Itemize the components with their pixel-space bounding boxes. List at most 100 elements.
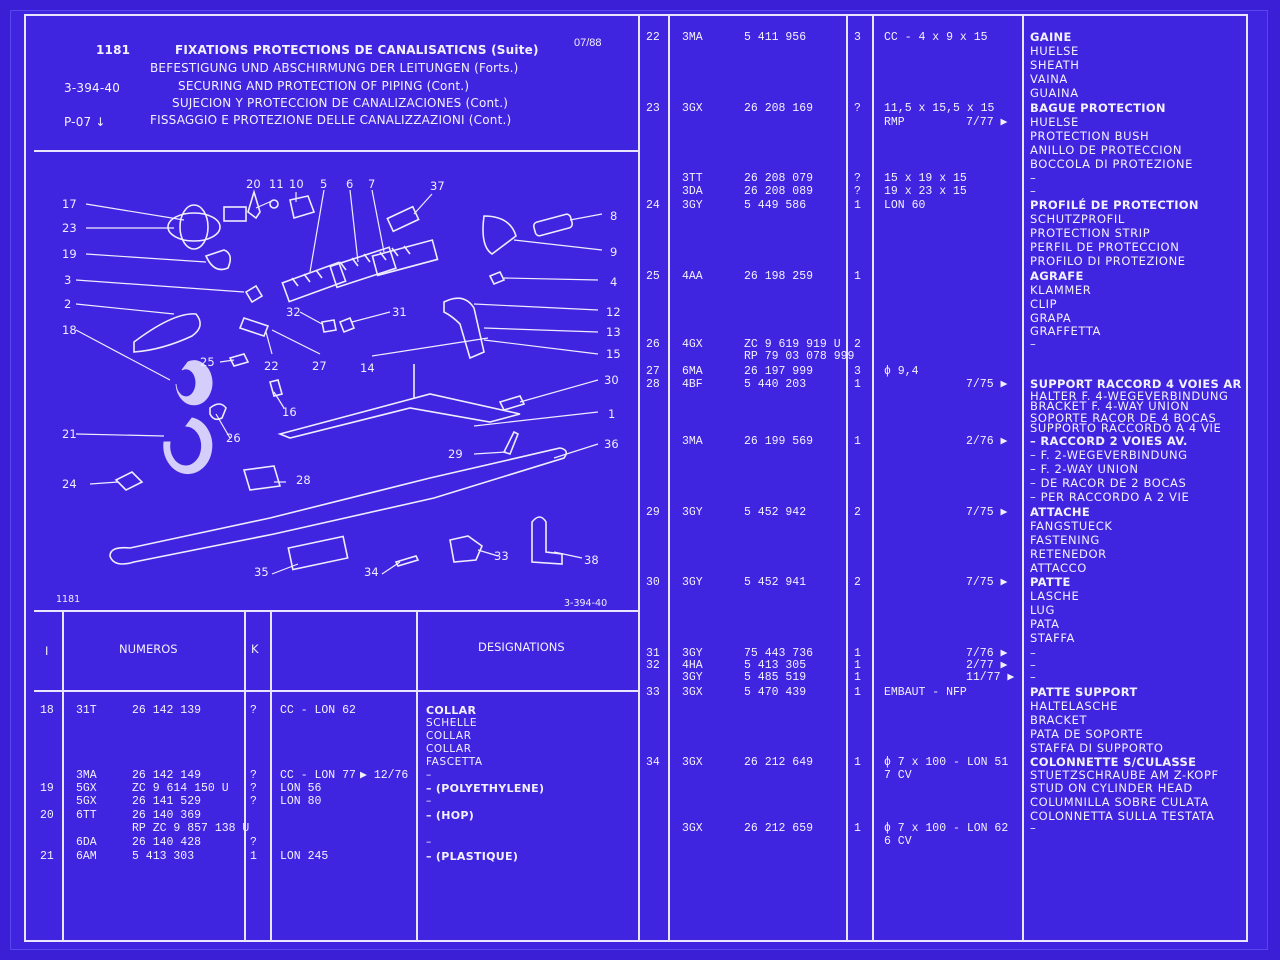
row-designation: –: [1030, 646, 1037, 660]
row-designation: – (POLYETHYLENE): [426, 782, 545, 795]
callout-30: 30: [604, 373, 619, 387]
row-part-number: RP ZC 9 857 138 U: [132, 822, 250, 835]
row-spec: 11,5 x 15,5 x 15: [884, 102, 995, 115]
row-designation: BRACKET: [1030, 713, 1088, 727]
row-designation: –: [1030, 337, 1037, 351]
row-part-number: 5 413 305: [744, 659, 807, 672]
sleeve-8-part: [532, 213, 574, 237]
bracket-10-part: [289, 195, 316, 220]
callout-20: 20: [246, 177, 261, 191]
row-designation: –: [426, 769, 432, 781]
row-date-mark: 7/77 ▶: [966, 116, 1008, 129]
row-designation: PATTE: [1030, 575, 1071, 589]
row-quantity: 3: [854, 365, 861, 378]
row-code: 3TT: [682, 172, 703, 185]
row-designation: BAGUE PROTECTION: [1030, 101, 1166, 115]
row-spec: LON 80: [280, 795, 322, 808]
row-designation: –: [1030, 658, 1037, 672]
row-code: 5GX: [76, 795, 97, 808]
col-header-numeros: NUMEROS: [119, 642, 178, 656]
callout-12: 12: [606, 305, 621, 319]
row-spec: ϕ 9,4: [884, 365, 919, 378]
callout-21: 21: [62, 427, 77, 441]
callout-1: 1: [608, 407, 615, 421]
left-col-i-divider: [62, 610, 64, 942]
model-number: 1181: [96, 43, 131, 57]
row-code: 4AA: [682, 270, 703, 283]
callout-17: 17: [62, 197, 77, 211]
callout-38: 38: [584, 553, 599, 567]
row-part-number: 5 470 439: [744, 686, 807, 699]
row-code: 3DA: [682, 185, 703, 198]
row-designation: COLLAR: [426, 704, 477, 717]
row-part-number: 5 452 941: [744, 576, 807, 589]
plate-33-part: [449, 535, 483, 563]
row-part-number: 26 142 139: [132, 704, 202, 717]
row-index: 26: [646, 338, 660, 351]
row-designation: ANILLO DE PROTECCION: [1030, 143, 1183, 157]
callout-28: 28: [296, 473, 311, 487]
right-col-des-divider: [1022, 14, 1024, 942]
row-designation: – PER RACCORDO A 2 VIE: [1030, 490, 1190, 504]
callout-25: 25: [200, 355, 215, 369]
row-code: 6MA: [682, 365, 703, 378]
row-code: 3GY: [682, 671, 703, 684]
row-designation: GRAFFETTA: [1030, 324, 1102, 338]
row-designation: – RACCORD 2 VOIES AV.: [1030, 434, 1188, 448]
reference-number: 3-394-40: [64, 81, 121, 95]
row-spec: LON 60: [884, 199, 926, 212]
callout-34: 34: [364, 565, 379, 579]
row-part-number: RP 79 03 078 999: [744, 350, 855, 363]
stud-34-part: [394, 555, 420, 567]
row-designation: COLLAR: [426, 743, 472, 755]
callout-19: 19: [62, 247, 77, 261]
edition-date: 07/88: [574, 37, 602, 49]
row-spec: ϕ 7 x 100 - LON 62: [884, 822, 1009, 835]
row-part-number: 75 443 736: [744, 647, 814, 660]
row-part-number: 26 208 169: [744, 102, 814, 115]
row-designation: PROFILÉ DE PROTECTION: [1030, 198, 1199, 212]
callout-32: 32: [286, 305, 301, 319]
row-designation: HUELSE: [1030, 115, 1079, 129]
row-date-mark: 2/76 ▶: [966, 435, 1008, 448]
clip-31-part: [338, 316, 356, 334]
support-36-part: [109, 447, 568, 565]
title-fr: FIXATIONS PROTECTIONS DE CANALISATICNS (…: [175, 43, 539, 57]
right-col-spec-divider: [872, 14, 874, 942]
row-part-number: ZC 9 619 919 U: [744, 338, 841, 351]
clip-25-part: [228, 353, 250, 367]
row-designation: LASCHE: [1030, 589, 1080, 603]
row-index: 30: [646, 576, 660, 589]
row-part-number: 5 452 942: [744, 506, 807, 519]
row-spec: LON 56: [280, 782, 322, 795]
callout-31: 31: [392, 305, 407, 319]
row-part-number: 26 142 149: [132, 769, 202, 782]
row-designation: KLAMMER: [1030, 283, 1092, 297]
row-designation: –: [1030, 821, 1037, 835]
protection-strips: [281, 239, 439, 303]
row-designation: STUETZSCHRAUBE AM Z-KOPF: [1030, 768, 1219, 782]
row-designation: CLIP: [1030, 297, 1058, 311]
row-designation: – (PLASTIQUE): [426, 850, 519, 863]
row-designation: GAINE: [1030, 30, 1072, 44]
row-designation: – F. 2-WEGEVERBINDUNG: [1030, 448, 1188, 462]
row-code: 4GX: [682, 338, 703, 351]
row-designation: –: [426, 795, 432, 807]
row-part-number: 26 197 999: [744, 365, 814, 378]
row-part-number: 5 485 519: [744, 671, 807, 684]
row-code: 5GX: [76, 782, 97, 795]
row-code: 6DA: [76, 836, 97, 849]
exploded-parts-diagram: 17 23 19 3 2 18 21 24 20 11 10 5 6 7 37 …: [56, 177, 621, 609]
row-designation: HALTELASCHE: [1030, 699, 1119, 713]
callout-37: 37: [430, 179, 445, 193]
row-spec: EMBAUT - NFP: [884, 686, 967, 699]
row-spec: 6 CV: [884, 835, 912, 848]
row-index: 32: [646, 659, 660, 672]
row-quantity: ?: [250, 836, 257, 849]
bracket-30-part: [498, 395, 526, 411]
table-head-divider: [34, 690, 638, 692]
row-code: 4BF: [682, 378, 703, 391]
row-designation: PROFILO DI PROTEZIONE: [1030, 254, 1186, 268]
row-spec: ϕ 7 x 100 - LON 51: [884, 756, 1009, 769]
row-quantity: 1: [854, 435, 861, 448]
